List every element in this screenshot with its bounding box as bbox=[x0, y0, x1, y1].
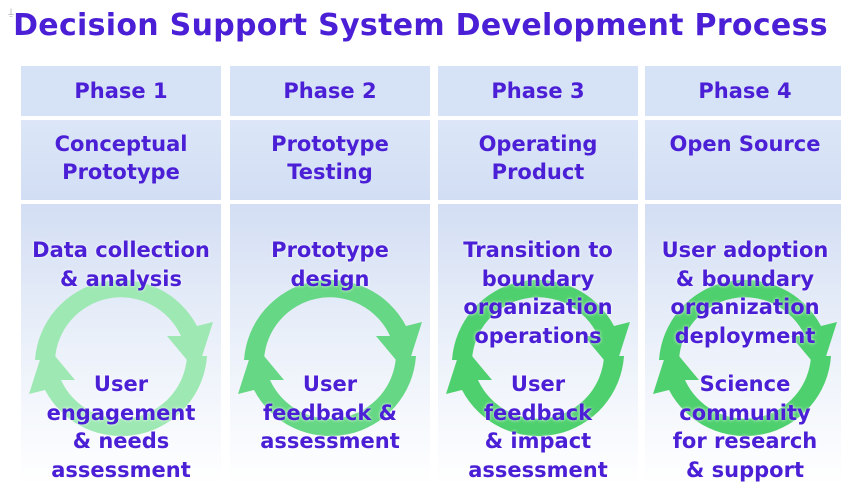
cycle-bottom-text-line: & impact bbox=[484, 429, 592, 453]
phase-name-line: Product bbox=[491, 160, 585, 184]
phase-label: Phase 4 bbox=[645, 66, 841, 116]
cycle-bottom-text-line: engagement bbox=[46, 400, 196, 425]
cycle-bottom-text: User feedback & impact assessment bbox=[438, 370, 638, 484]
cycle-bottom-text-line: community bbox=[679, 400, 811, 425]
cycle-arrow-top bbox=[244, 279, 422, 372]
cycle-bottom-text: Science community for research & support bbox=[645, 370, 841, 484]
phase-label: Phase 2 bbox=[230, 66, 430, 116]
phase-name-line: Testing bbox=[287, 160, 373, 184]
cycle-bottom-text-line: User bbox=[302, 372, 358, 396]
cycle-top-text-line: design bbox=[290, 266, 370, 291]
cycle-top-text: Transition to boundary organization operati… bbox=[438, 236, 638, 350]
cycle-bottom-text-line: assessment bbox=[260, 429, 400, 453]
phase-name: Open Source bbox=[645, 120, 841, 200]
cycle-arrow-top bbox=[35, 279, 213, 372]
cycle-arrow-bottom bbox=[238, 344, 416, 437]
cycle-bottom-text-line: User bbox=[510, 372, 566, 396]
cycle-top-text-line: Transition to bbox=[463, 238, 613, 262]
cycle-top-text-line: & analysis bbox=[59, 266, 182, 291]
phase-name-line: Conceptual bbox=[54, 132, 188, 156]
cycle-bottom-text-line: assessment bbox=[51, 457, 191, 482]
cycle-arrows-icon bbox=[653, 279, 837, 437]
cycle-arrows-icon bbox=[238, 279, 422, 437]
cycle-bottom-text: User engagement & needs assessment bbox=[21, 370, 221, 484]
cycle-top-text-line: deployment bbox=[674, 323, 816, 348]
cycle-bottom-text-line: User bbox=[93, 372, 149, 396]
cycle-top-text-line: User adoption bbox=[661, 238, 829, 262]
phase-activities: User adoption & boundary organization deplo… bbox=[645, 204, 841, 486]
cycle-arrow-bottom bbox=[446, 344, 624, 437]
cycle-bottom-text-line: for research bbox=[672, 429, 818, 453]
phase-name-line: Open Source bbox=[669, 132, 821, 156]
phase-label: Phase 3 bbox=[438, 66, 638, 116]
cycle-top-text-line: organization bbox=[463, 295, 613, 319]
phase-activities: Transition to boundary organization operati… bbox=[438, 204, 638, 486]
cycle-bottom-text-line: & needs bbox=[72, 429, 170, 453]
cycle-top-text-line: Data collection bbox=[32, 238, 210, 262]
cycle-arrow-top bbox=[452, 279, 630, 372]
phase-name-line: Operating bbox=[478, 132, 598, 156]
cycle-arrow-bottom bbox=[29, 344, 207, 437]
cycle-bottom-text-line: & support bbox=[686, 457, 804, 482]
cycle-top-text-line: Prototype bbox=[271, 238, 389, 262]
cycle-arrow-top bbox=[659, 279, 837, 372]
cycle-top-text: Data collection & analysis bbox=[21, 236, 221, 293]
cycle-arrow-bottom bbox=[653, 344, 831, 437]
cycle-arrows-icon bbox=[29, 279, 213, 437]
anchor-icon: ⍊ bbox=[8, 7, 14, 18]
cycle-top-text-line: & boundary bbox=[675, 266, 815, 291]
cycle-bottom-text: User feedback & assessment bbox=[230, 370, 430, 456]
cycle-bottom-text-line: assessment bbox=[468, 457, 608, 482]
page-title: Decision Support System Development Proc… bbox=[13, 8, 828, 43]
cycle-bottom-text-line: feedback bbox=[483, 400, 593, 425]
phase-label: Phase 1 bbox=[21, 66, 221, 116]
cycle-top-text: User adoption & boundary organization deplo… bbox=[645, 236, 841, 350]
cycle-top-text-line: operations bbox=[474, 323, 602, 348]
cycle-bottom-text-line: Science bbox=[699, 372, 791, 396]
phase-name-line: Prototype bbox=[271, 132, 389, 156]
cycle-top-text-line: boundary bbox=[481, 266, 595, 291]
cycle-bottom-text-line: feedback & bbox=[263, 400, 397, 425]
cycle-top-text: Prototype design bbox=[230, 236, 430, 293]
cycle-top-text-line: organization bbox=[670, 295, 820, 319]
phase-name-line: Prototype bbox=[62, 160, 180, 184]
cycle-arrows-icon bbox=[446, 279, 630, 437]
